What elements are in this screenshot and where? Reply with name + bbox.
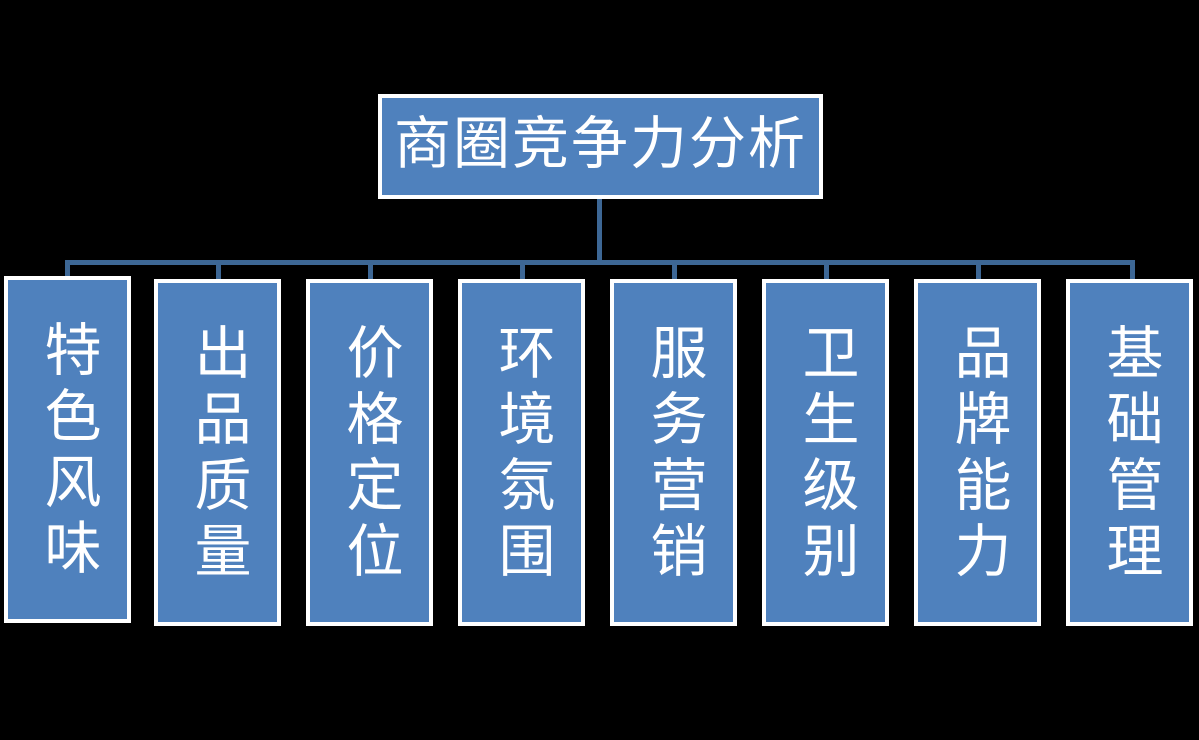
child-node-2-label: 出品质量 [185, 322, 251, 587]
child-node-3-label: 价格定位 [337, 322, 403, 587]
connector-drop-5 [672, 260, 677, 281]
child-node-6-label: 卫生级别 [793, 322, 859, 587]
connector-drop-4 [520, 260, 525, 281]
child-node-7[interactable]: 品牌能力 [914, 279, 1041, 626]
connector-drop-2 [216, 260, 221, 281]
connector-drop-7 [976, 260, 981, 281]
child-node-5-label: 服务营销 [641, 322, 707, 587]
child-node-8-label: 基础管理 [1097, 322, 1163, 587]
connector-drop-1 [65, 260, 70, 278]
child-node-4-label: 环境氛围 [489, 322, 555, 587]
child-node-3[interactable]: 价格定位 [306, 279, 433, 626]
root-node[interactable]: 商圈竞争力分析 [378, 94, 823, 199]
connector-drop-8 [1130, 260, 1135, 281]
child-node-7-label: 品牌能力 [945, 322, 1011, 587]
connector-drop-3 [368, 260, 373, 281]
connector-horizontal-bus [65, 260, 1135, 265]
child-node-8[interactable]: 基础管理 [1066, 279, 1193, 626]
root-node-label: 商圈竞争力分析 [394, 111, 807, 177]
connector-root-stem [597, 199, 602, 263]
child-node-1-label: 特色风味 [35, 319, 101, 584]
connector-drop-6 [824, 260, 829, 281]
child-node-6[interactable]: 卫生级别 [762, 279, 889, 626]
child-node-2[interactable]: 出品质量 [154, 279, 281, 626]
child-node-1[interactable]: 特色风味 [4, 276, 131, 623]
child-node-5[interactable]: 服务营销 [610, 279, 737, 626]
child-node-4[interactable]: 环境氛围 [458, 279, 585, 626]
